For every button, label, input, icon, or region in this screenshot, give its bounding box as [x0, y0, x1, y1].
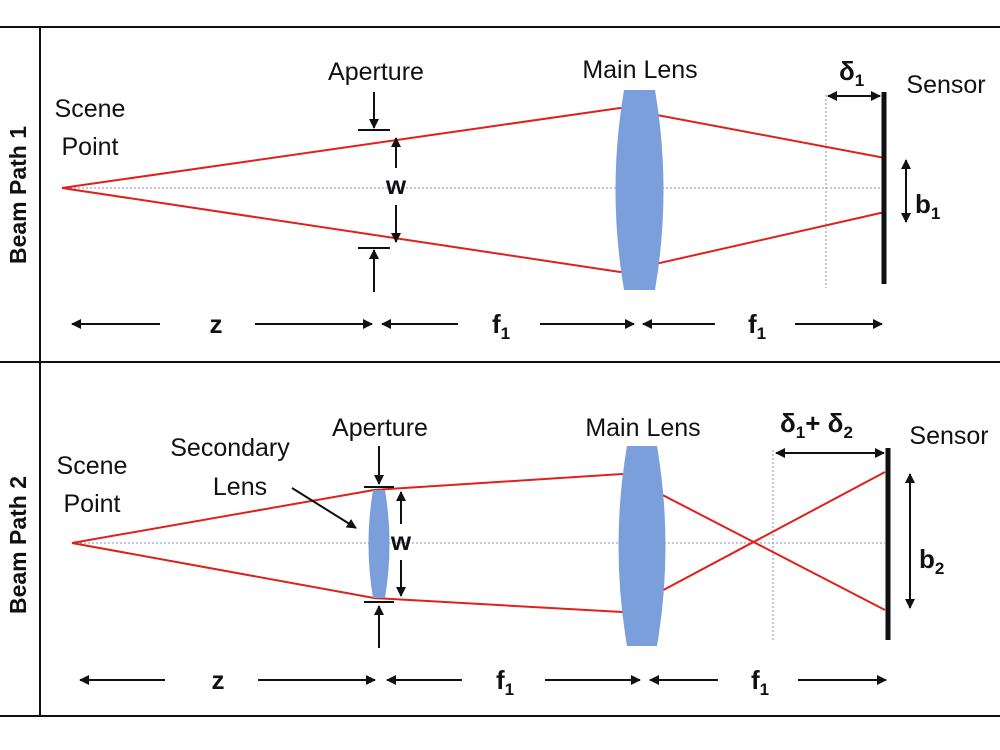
secondary-lens-pointer	[291, 487, 357, 529]
blur-dimension: b2	[905, 473, 944, 609]
secondary-lens-shape	[368, 490, 390, 598]
main-lens-label: Main Lens	[582, 56, 697, 84]
blur-symbol: b2	[919, 544, 944, 578]
distance-f1-b: f1	[751, 665, 769, 699]
beam-path-2-panel: Beam Path 2 Scene Point Secondary Lens A…	[5, 408, 989, 699]
sensor-label: Sensor	[906, 71, 985, 99]
width-dimension: w	[390, 491, 412, 597]
distance-z: z	[212, 665, 225, 695]
distance-markers: z f1 f1	[79, 665, 887, 699]
distance-z: z	[210, 309, 223, 339]
scene-point-label-line2: Point	[64, 490, 121, 518]
scene-point-label-line2: Point	[62, 133, 119, 161]
blur-symbol: b1	[915, 189, 940, 223]
distance-f1-a: f1	[492, 309, 510, 343]
aperture-label: Aperture	[328, 58, 424, 86]
sensor-label: Sensor	[909, 422, 988, 450]
aperture-markers	[364, 446, 394, 648]
upper-ray	[61, 106, 886, 189]
main-lens-shape	[618, 446, 666, 646]
blur-dimension: b1	[901, 159, 940, 223]
beam-path-1-panel: Beam Path 1 Scene Point Aperture Main Le…	[5, 56, 986, 343]
distance-f1-b: f1	[748, 309, 766, 343]
scene-point-label-line1: Scene	[57, 452, 128, 480]
side-label: Beam Path 1	[5, 126, 31, 264]
upper-ray	[71, 472, 886, 611]
aperture-markers	[358, 92, 390, 292]
light-rays	[71, 471, 886, 614]
aperture-label: Aperture	[332, 414, 428, 442]
distance-f1-a: f1	[496, 665, 514, 699]
delta-symbol: δ1	[839, 56, 864, 90]
scene-point-label-line1: Scene	[55, 95, 126, 123]
delta-sum-symbol: δ1+ δ2	[780, 408, 853, 442]
lower-ray	[61, 187, 886, 274]
light-rays	[61, 106, 886, 274]
lower-ray	[71, 471, 886, 614]
main-lens-shape	[615, 90, 664, 290]
width-dimension: w	[385, 137, 407, 243]
secondary-lens-label-line2: Lens	[213, 473, 267, 501]
main-lens-label: Main Lens	[585, 414, 700, 442]
delta-dimension: δ1	[827, 56, 881, 101]
side-label: Beam Path 2	[5, 476, 31, 614]
width-symbol: w	[390, 526, 412, 556]
width-symbol: w	[385, 170, 407, 200]
distance-markers: z f1 f1	[71, 309, 883, 343]
secondary-lens-label-line1: Secondary	[170, 434, 290, 462]
delta-dimension: δ1+ δ2	[775, 408, 885, 458]
